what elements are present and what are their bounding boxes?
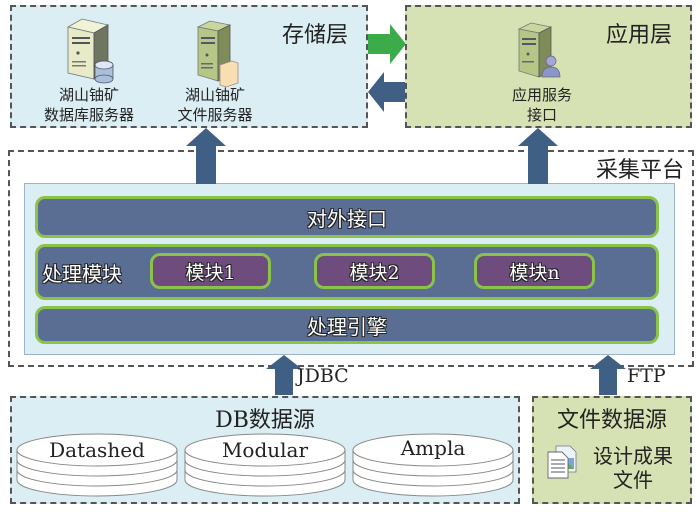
file-server-label: 湖山铀矿 文件服务器	[160, 85, 270, 125]
processing-engine-bar: 处理引擎	[35, 306, 659, 344]
database-disk-datashed: Datashed	[16, 432, 178, 502]
arrow-jdbc	[266, 355, 302, 395]
application-server-label: 应用服务 接口	[477, 85, 607, 125]
database-server-icon	[62, 15, 118, 91]
arrow-platform-to-storage	[186, 128, 226, 184]
application-layer: 应用层 应用服务 接口	[405, 5, 692, 128]
ftp-label: FTP	[627, 365, 666, 387]
document-icon	[546, 444, 578, 484]
file-sources: 文件数据源 设计成果 文件	[532, 396, 692, 504]
application-server-label-line1: 应用服务	[511, 86, 572, 104]
collection-platform-title: 采集平台	[595, 158, 684, 183]
arrow-to-storage	[368, 72, 406, 112]
storage-layer: 存储层 湖山铀矿 数据库服务器	[10, 5, 368, 128]
database-server-label: 湖山铀矿 数据库服务器	[34, 85, 144, 125]
database-disk-ampla: Ampla	[352, 432, 514, 502]
file-sources-title: 文件数据源	[556, 408, 667, 433]
application-layer-title: 应用层	[605, 23, 672, 48]
module-1: 模块1	[150, 253, 271, 289]
arrow-platform-to-application	[518, 128, 558, 184]
application-server-icon	[515, 21, 563, 83]
file-server-label-line1: 湖山铀矿	[184, 86, 245, 104]
datashed-label: Datashed	[49, 438, 145, 462]
processing-modules-label: 处理模块	[42, 261, 122, 286]
modular-label: Modular	[221, 438, 309, 462]
file-server-icon	[192, 17, 242, 93]
design-result-files-label: 设计成果 文件	[578, 444, 688, 492]
file-server-label-line2: 文件服务器	[177, 106, 253, 124]
database-server-label-line1: 湖山铀矿	[58, 86, 119, 104]
storage-layer-title: 存储层	[281, 23, 348, 48]
database-disk-modular: Modular	[184, 432, 346, 502]
application-server-label-line2: 接口	[526, 106, 557, 124]
arrow-ftp	[590, 355, 626, 395]
design-result-files-line2: 文件	[613, 468, 653, 492]
module-2: 模块2	[314, 253, 435, 289]
ampla-label: Ampla	[400, 436, 466, 460]
jdbc-label: JDBC	[297, 365, 349, 387]
module-n: 模块n	[474, 253, 595, 289]
external-interface-bar: 对外接口	[35, 196, 659, 238]
db-sources-title: DB数据源	[215, 408, 315, 433]
database-server-label-line2: 数据库服务器	[43, 106, 134, 124]
arrow-to-application	[368, 24, 406, 64]
design-result-files-line1: 设计成果	[593, 444, 673, 468]
